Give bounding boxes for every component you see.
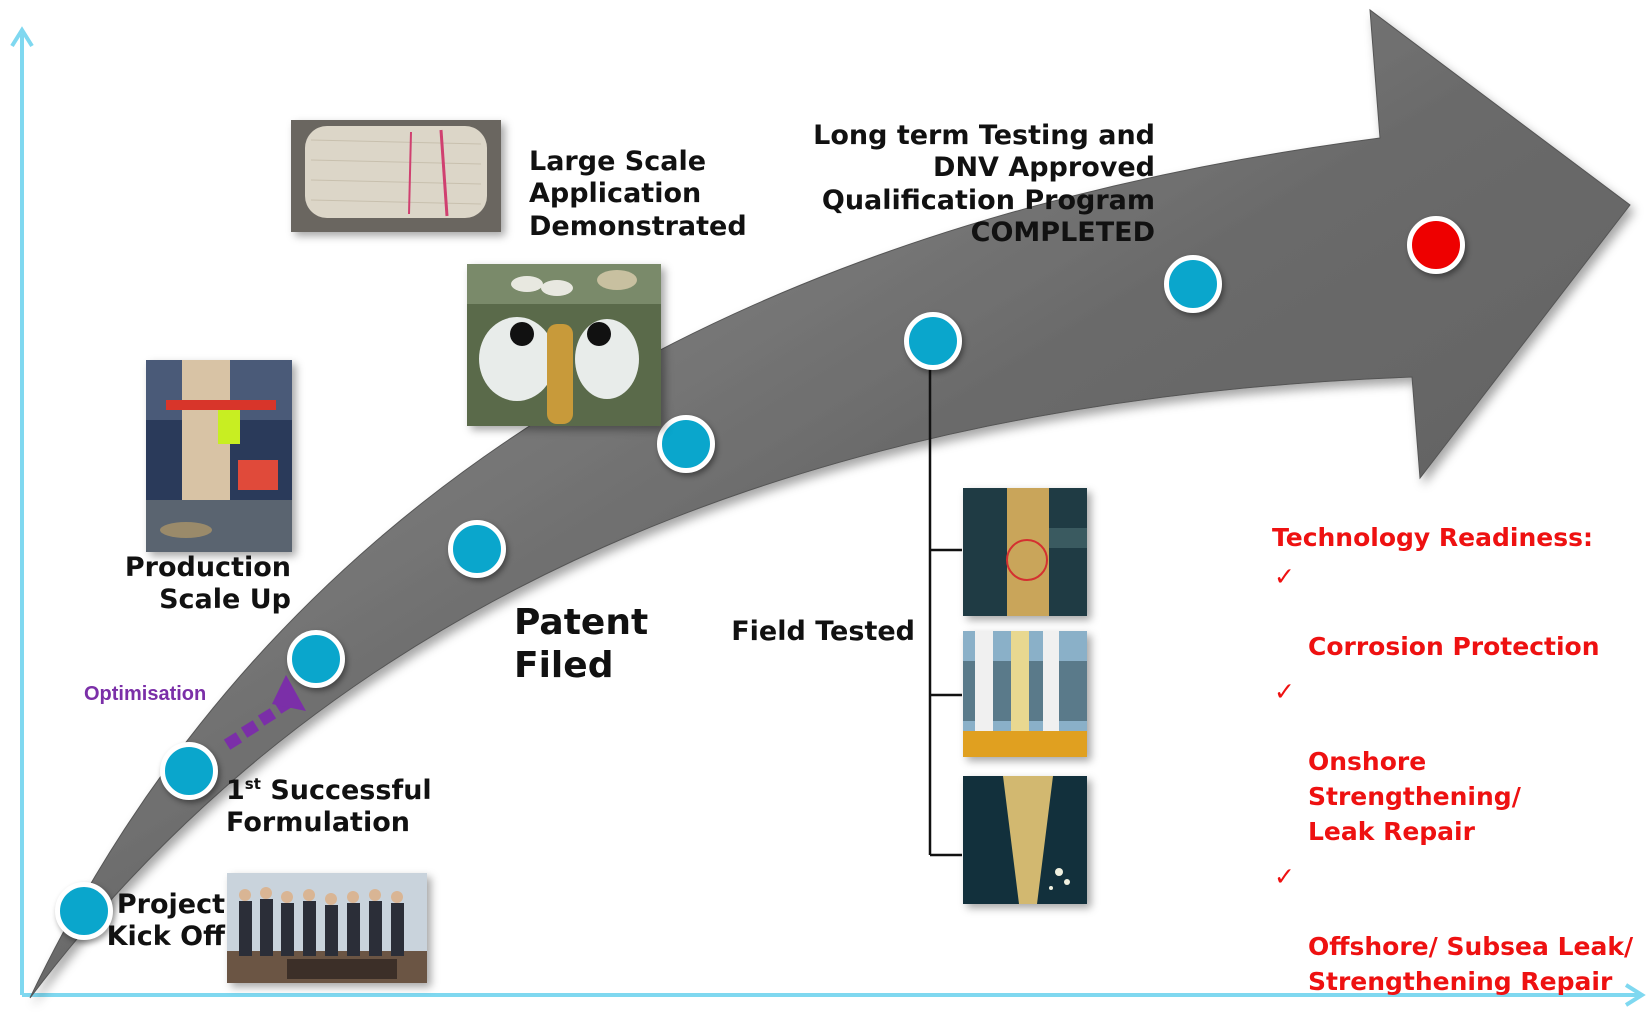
photo-field-test-2	[963, 631, 1087, 757]
label-line: Patent	[514, 602, 649, 643]
milestone-node-patent	[448, 520, 506, 578]
milestone-node-scaleup	[287, 630, 345, 688]
readiness-item: ✓ Onshore Strengthening/ Leak Repair	[1272, 674, 1647, 849]
label-word: Successful	[270, 775, 432, 806]
milestone-node-field-qualified	[1164, 255, 1222, 313]
photo-underwater-divers	[467, 264, 661, 426]
milestone-node-kickoff	[55, 882, 113, 940]
field-test-bracket	[928, 345, 962, 857]
readiness-item: ✓ Corrosion Protection	[1272, 559, 1647, 664]
readiness-item: ✓ Offshore/ Subsea Leak/ Strengthening R…	[1272, 859, 1647, 999]
technology-readiness-panel: Technology Readiness: ✓ Corrosion Protec…	[1272, 520, 1647, 1009]
label-patent-filed: Patent Filed	[514, 601, 648, 687]
readiness-item-text: Offshore/ Subsea Leak/ Strengthening Rep…	[1308, 932, 1634, 996]
readiness-item-text: Corrosion Protection	[1308, 632, 1600, 661]
label-large-scale-application: Large Scale Application Demonstrated	[529, 146, 747, 243]
label-project-kickoff: Project Kick Off	[107, 889, 225, 954]
photo-field-test-3	[963, 776, 1087, 904]
label-line: Scale Up	[159, 584, 291, 616]
label-line: Large Scale	[529, 146, 707, 177]
milestone-node-largescale	[657, 415, 715, 473]
photo-production-machine	[146, 360, 292, 552]
label-line: COMPLETED	[970, 217, 1155, 249]
optimisation-arrow	[223, 675, 306, 750]
label-line: Demonstrated	[529, 210, 747, 242]
growth-arrow	[29, 8, 1631, 999]
label-production-scale-up: Production Scale Up	[125, 552, 291, 617]
label-qualification-completed: Long term Testing and DNV Approved Quali…	[813, 120, 1155, 250]
label-line: Filed	[514, 645, 614, 687]
label-ordinal-number: 1	[226, 775, 245, 806]
x-axis-arrowhead	[1624, 983, 1646, 1007]
checkmark-icon: ✓	[1274, 862, 1295, 891]
readiness-item-text: Onshore Strengthening/ Leak Repair	[1308, 747, 1521, 846]
label-ordinal-suffix: st	[244, 775, 261, 793]
axes	[10, 26, 1646, 1007]
label-line: Kick Off	[106, 921, 225, 953]
checkmark-icon: ✓	[1274, 562, 1295, 591]
y-axis-arrowhead	[10, 26, 34, 48]
readiness-list: ✓ Corrosion Protection ✓ Onshore Strengt…	[1272, 559, 1647, 999]
label-line: Project	[116, 889, 225, 920]
label-line: Long term Testing and	[813, 120, 1155, 151]
label-line: Production	[124, 552, 291, 583]
label-line: 1st Successful	[226, 775, 432, 807]
photo-kickoff-team	[227, 873, 427, 983]
label-line: Field Tested	[731, 616, 915, 647]
readiness-title: Technology Readiness:	[1272, 523, 1593, 552]
label-line: Qualification Program	[821, 184, 1155, 216]
label-first-successful-formulation: 1st Successful Formulation	[226, 775, 432, 840]
checkmark-icon: ✓	[1274, 677, 1295, 706]
photo-field-test-1	[963, 488, 1087, 616]
milestone-node-qualification	[904, 312, 962, 370]
label-line: Application	[529, 178, 702, 210]
photo-wrapped-pipe	[291, 120, 501, 232]
label-line: Formulation	[226, 807, 410, 839]
milestone-node-formulation	[160, 742, 218, 800]
label-field-tested: Field Tested	[731, 616, 915, 648]
label-line: DNV Approved	[933, 152, 1155, 184]
label-optimisation: Optimisation	[84, 683, 207, 705]
milestone-node-final	[1407, 216, 1465, 274]
